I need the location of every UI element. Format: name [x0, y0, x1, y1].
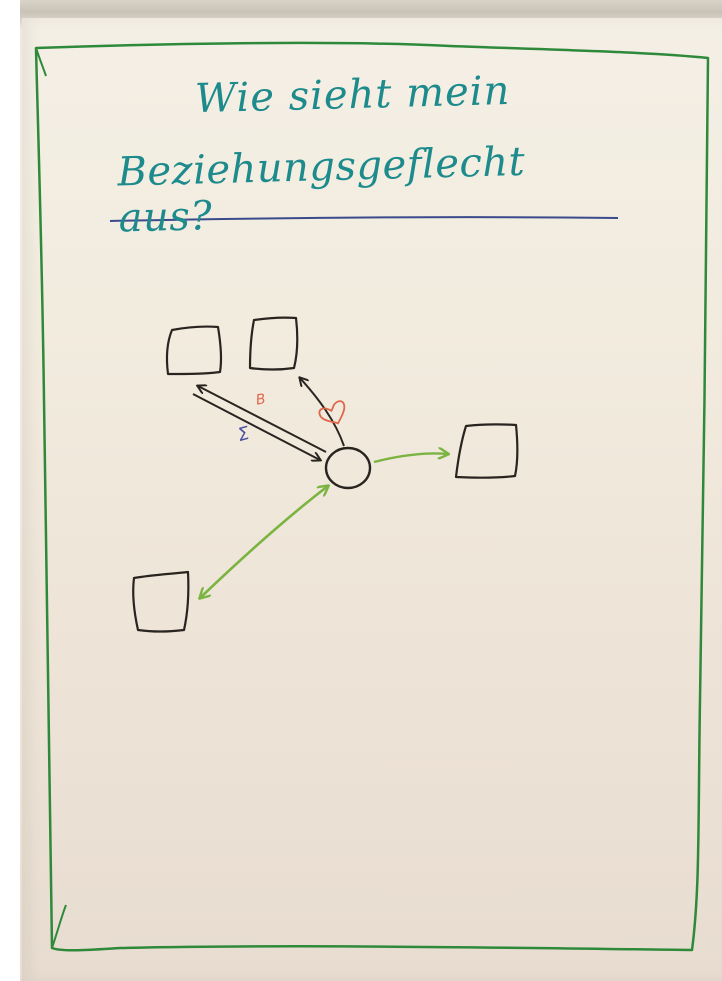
frame-border-corner [51, 904, 67, 949]
flipchart-paper [22, 18, 722, 981]
heart-icon [318, 400, 346, 425]
edge-top-left-line-1 [198, 386, 327, 453]
box-top-left [165, 325, 223, 376]
edge-top-left-line-2 [192, 393, 320, 460]
title-line-2: Beziehungsgeflecht aus? [116, 138, 526, 242]
title-line-1: Wie sieht mein [194, 67, 511, 123]
edge-top-middle [300, 378, 345, 447]
frame-border-extra [35, 47, 47, 77]
background-strip [0, 0, 20, 981]
frame-border [34, 41, 710, 952]
title-underline [109, 216, 619, 222]
box-right [454, 423, 519, 479]
box-bottom-left [132, 570, 190, 633]
edge-bottom-left [200, 486, 328, 598]
center-node [324, 446, 372, 490]
box-top-middle [248, 316, 299, 371]
edge-right [373, 453, 448, 464]
